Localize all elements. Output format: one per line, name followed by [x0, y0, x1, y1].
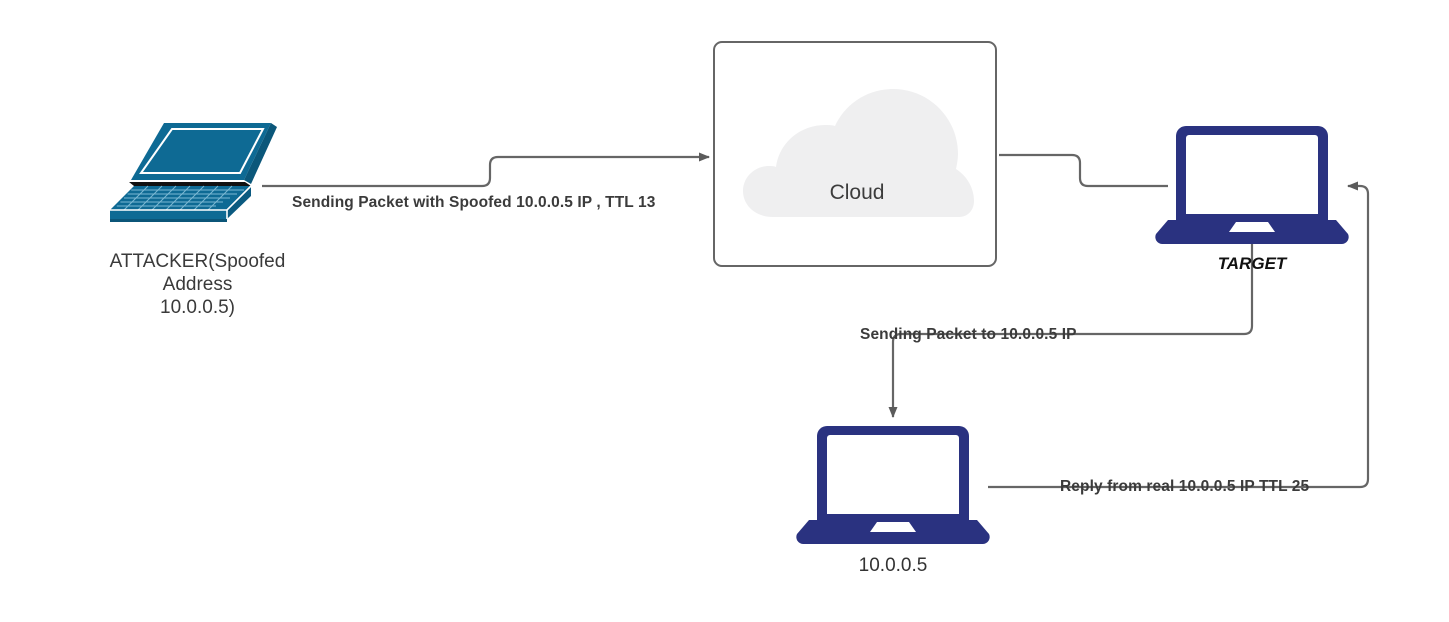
- edge-attacker-to-cloud: [262, 152, 710, 188]
- edge-target-to-victim: [888, 240, 1254, 418]
- laptop-icon: [796, 426, 990, 544]
- cloud-label: Cloud: [829, 181, 885, 204]
- edge-label-attacker-to-cloud: Sending Packet with Spoofed 10.0.0.5 IP …: [292, 194, 656, 211]
- laptop-icon: [1155, 126, 1349, 244]
- edge-cloud-to-target: [999, 153, 1168, 188]
- edge-victim-to-target: [988, 181, 1370, 489]
- cloud-node[interactable]: Cloud: [713, 41, 997, 267]
- cloud-icon: [743, 89, 974, 217]
- attacker-node[interactable]: [110, 118, 285, 223]
- edge-label-victim-to-target: Reply from real 10.0.0.5 IP TTL 25: [1060, 478, 1310, 495]
- laptop-isometric-icon: [110, 121, 277, 222]
- edge-label-target-to-victim: Sending Packet to 10.0.0.5 IP: [860, 326, 1077, 343]
- target-node[interactable]: [1154, 126, 1350, 247]
- victim-node[interactable]: [795, 426, 991, 547]
